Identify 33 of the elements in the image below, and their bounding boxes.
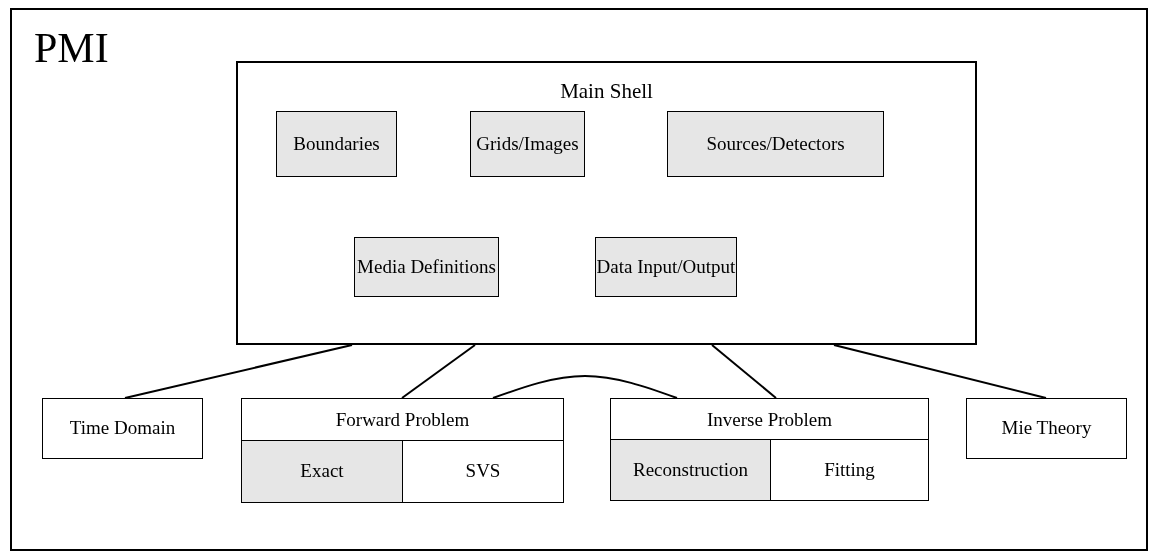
connector-line [833,344,1047,399]
box-label: Sources/Detectors [705,132,846,155]
box-label: Boundaries [292,132,381,155]
component-box [470,111,585,177]
connector-line [711,344,777,399]
box-label: PMI [34,24,109,72]
component-box [276,111,397,177]
box-label: Fitting [823,458,876,481]
module-box [42,398,203,459]
box-label: Forward Problem [334,409,471,431]
component-box [595,237,737,297]
module-box [610,398,929,501]
box-label: Exact [299,460,345,483]
box-label: Main Shell [559,79,654,104]
box-label: Grids/Images [475,132,580,155]
submodule-box [610,439,771,501]
box-label: Media Definitions [356,255,497,278]
box-label: Time Domain [68,417,177,440]
box-label: Mie Theory [1000,417,1093,440]
submodule-box [241,440,403,503]
module-box [236,61,977,345]
component-box [667,111,884,177]
component-box [354,237,499,297]
box-label: SVS [464,460,502,483]
connector-line [124,344,353,399]
diagram-frame [10,8,1148,551]
box-label: Reconstruction [632,458,749,481]
box-label: Data Input/Output [596,255,736,278]
module-box [966,398,1127,459]
box-label: Inverse Problem [705,409,834,431]
module-box [241,398,564,503]
connector-line [492,375,678,399]
connector-line [401,344,476,399]
